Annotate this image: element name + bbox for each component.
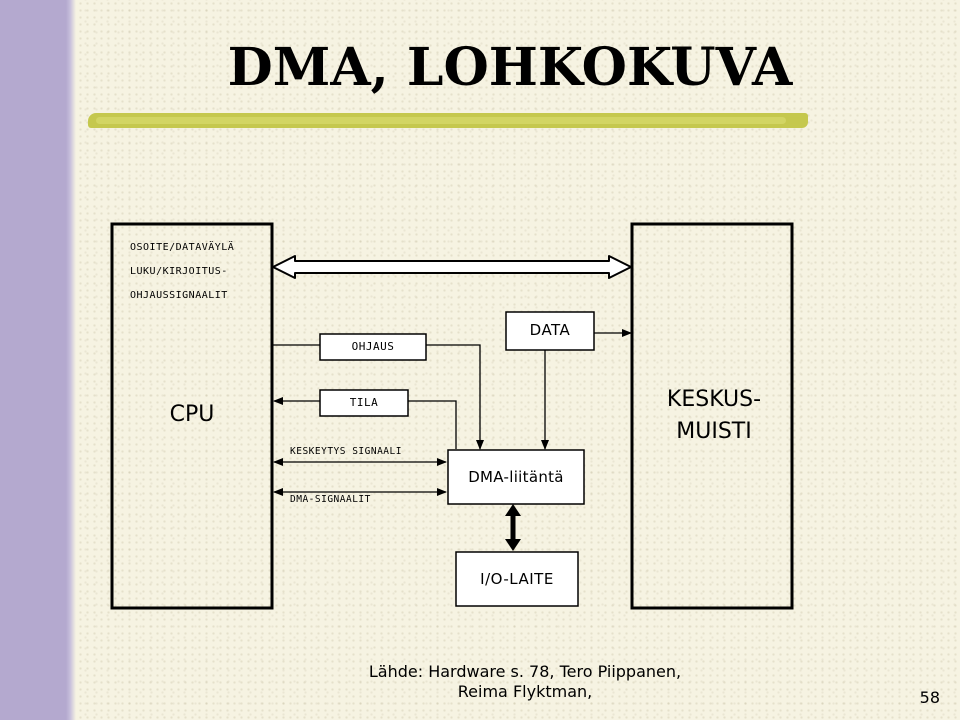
dma-box: [447, 449, 585, 505]
page-number: 58: [919, 688, 940, 707]
dma-io-arrowhead-top: [505, 504, 521, 516]
tila-box: [319, 389, 409, 417]
tila-label: TILA: [349, 396, 379, 409]
dma-label: DMA-liitäntä: [468, 468, 564, 486]
cpu-box: [110, 222, 274, 610]
rw-label-line1: LUKU/KIRJOITUS-: [130, 266, 228, 277]
data-box: [505, 311, 595, 351]
bus-arrow: [272, 255, 632, 279]
ohjaus-line-right: [426, 344, 484, 450]
ohjaus-label: OHJAUS: [351, 340, 395, 353]
data-label: DATA: [529, 321, 571, 339]
io-label: I/O-LAITE: [480, 570, 554, 588]
memory-label-line2: MUISTI: [676, 419, 752, 444]
memory-box: [630, 222, 794, 610]
tila-line-right: [408, 400, 457, 449]
sidebar-edge: [66, 0, 76, 720]
source-citation: Lähde: Hardware s. 78, Tero Piippanen, R…: [368, 662, 682, 701]
interrupt-label: KESKEYTYS SIGNAALI: [290, 446, 402, 457]
title-underline-highlight: [96, 117, 786, 124]
sidebar-decoration: [0, 0, 74, 720]
cpu-label: CPU: [169, 402, 215, 427]
dma-signal-label: DMA-SIGNAALIT: [290, 494, 371, 505]
slide-title: DMA, LOHKOKUVA: [227, 37, 793, 98]
dma-io-arrowhead-bottom: [505, 539, 521, 551]
io-box: [455, 551, 579, 607]
rw-label-line2: OHJAUSSIGNAALIT: [130, 290, 228, 301]
bus-label: OSOITE/DATAVÄYLÄ: [130, 242, 235, 253]
ohjaus-box: [319, 333, 427, 361]
memory-label-line1: KESKUS-: [666, 387, 762, 412]
